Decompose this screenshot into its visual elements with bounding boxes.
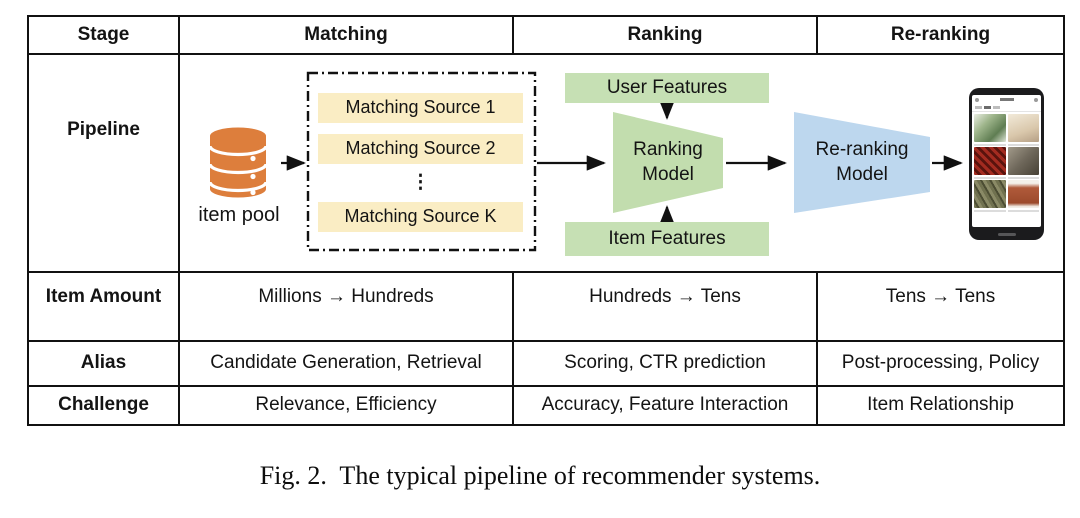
header-reranking: Re-ranking: [818, 17, 1063, 55]
header-stage: Stage: [29, 17, 180, 55]
item-pool-label: item pool: [198, 204, 280, 226]
cell-itemamount-matching: Millions → Hundreds: [180, 273, 514, 342]
row-label-alias: Alias: [29, 342, 180, 387]
recommender-table: Stage Matching Ranking Re-ranking Pipeli…: [27, 15, 1065, 426]
db-dot-2: [250, 173, 256, 180]
cell-challenge-ranking: Accuracy, Feature Interaction: [514, 387, 818, 424]
product-thumb-1: [974, 114, 1006, 142]
cell-itemamount-reranking: Tens → Tens: [818, 273, 1063, 342]
product-thumb-4: [1007, 147, 1039, 175]
db-dot-1: [250, 155, 256, 162]
cell-challenge-reranking: Item Relationship: [867, 394, 1014, 416]
cell-alias-ranking: Scoring, CTR prediction: [514, 342, 818, 387]
product-grid: [972, 112, 1041, 210]
vertical-ellipsis: ⋮: [411, 172, 430, 193]
item-pool-database-icon: [208, 127, 268, 198]
phone-header: [972, 95, 1041, 104]
user-features-box: User Features: [565, 73, 769, 103]
item-features-box: Item Features: [565, 222, 769, 256]
phone-tab: [993, 106, 1000, 109]
cell-itemamount-ranking: Hundreds → Tens: [514, 273, 818, 342]
matching-source-k: Matching Source K: [318, 202, 523, 232]
phone-title-bar: [999, 98, 1014, 101]
pipeline-diagram-cell: item pool Matching Source 1 Matching Sou…: [180, 55, 1063, 273]
cell-alias-reranking: Post-processing, Policy: [818, 342, 1063, 387]
header-matching: Matching: [180, 17, 514, 55]
pipeline-row-label: Pipeline: [29, 55, 180, 273]
menu-icon: [1034, 97, 1038, 102]
header-ranking: Ranking: [514, 17, 818, 55]
row-label-challenge: Challenge: [29, 387, 180, 424]
db-gap-2: [208, 163, 268, 175]
matching-sources-dashed-border: [306, 71, 537, 252]
search-icon: [975, 97, 979, 102]
phone-tab-bar: [972, 104, 1041, 112]
db-gap-1: [208, 145, 268, 157]
phone-mockup: [969, 88, 1044, 240]
db-cylinder-body: [210, 127, 266, 198]
matching-source-1: Matching Source 1: [318, 93, 523, 123]
product-thumb-5: [974, 180, 1006, 208]
matching-source-2: Matching Source 2: [318, 134, 523, 164]
phone-screen: [972, 95, 1041, 227]
phone-tab-active: [984, 106, 991, 109]
product-thumb-3: [974, 147, 1006, 175]
product-thumb-2: [1007, 114, 1039, 142]
db-dot-3: [250, 189, 256, 196]
figure-caption: Fig. 2. The typical pipeline of recommen…: [259, 461, 821, 490]
product-thumb-6: [1007, 180, 1039, 208]
phone-tab: [975, 106, 982, 109]
flow-arrows-svg: [281, 71, 963, 252]
phone-speaker-bar: [997, 233, 1016, 236]
cell-alias-matching: Candidate Generation, Retrieval: [180, 342, 514, 387]
db-gap-3: [208, 181, 268, 193]
row-label-item-amount: Item Amount: [29, 273, 180, 342]
cell-challenge-matching: Relevance, Efficiency: [180, 387, 514, 424]
